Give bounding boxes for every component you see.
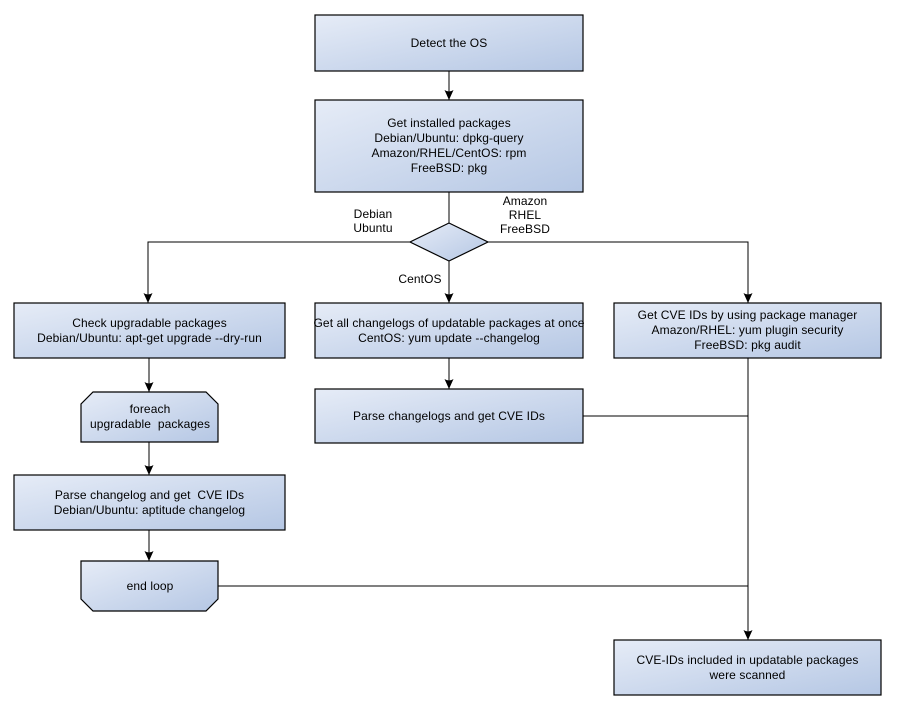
node-rect-scan-result	[613, 639, 882, 696]
node-rect-check-upgradable	[13, 302, 286, 359]
loop-end-shape	[80, 560, 219, 612]
arrowhead	[444, 90, 454, 100]
arrowhead	[143, 293, 153, 303]
arrowhead	[743, 630, 753, 640]
node-rect-get-installed	[314, 99, 584, 193]
node-rect-parse-changelogs-centos	[314, 388, 584, 444]
node-rect-get-cve-package-manager	[613, 302, 882, 359]
arrowhead	[144, 465, 154, 475]
decision-diamond	[408, 222, 490, 262]
node-rect-parse-changelog-debian	[13, 474, 286, 531]
arrowhead	[144, 382, 154, 392]
arrowhead	[144, 551, 154, 561]
arrowhead	[444, 379, 454, 389]
arrowhead	[444, 293, 454, 303]
connectors	[147, 71, 749, 640]
node-rect-detect-os	[314, 14, 584, 72]
connector-decision-to-left	[147, 241, 410, 303]
node-shapes	[13, 14, 882, 696]
node-rect-get-changelogs-centos	[314, 302, 584, 359]
arrowheads	[143, 90, 753, 640]
connector-decision-to-right	[488, 241, 749, 303]
arrowhead	[743, 293, 753, 303]
loop-start-shape-foreach	[80, 391, 219, 443]
